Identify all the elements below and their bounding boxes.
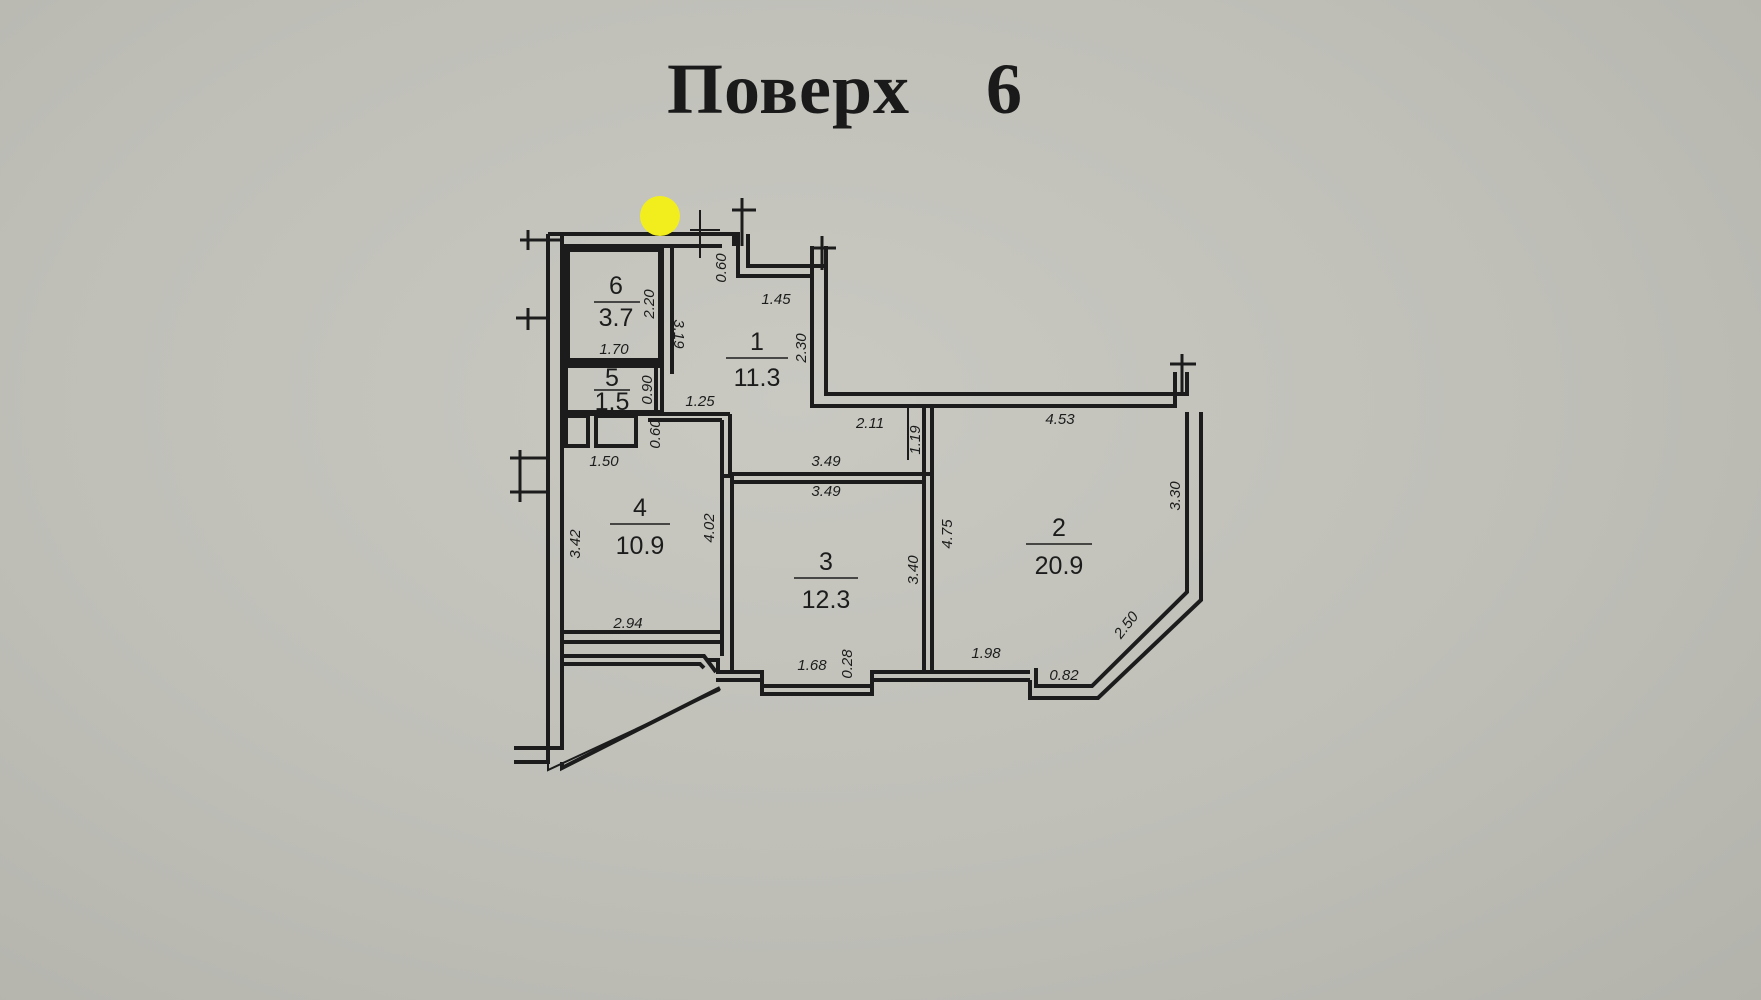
- room-area: 20.9: [1035, 552, 1084, 580]
- room-number: 6: [609, 272, 623, 300]
- dim-label: 2.20: [641, 289, 658, 320]
- dim-label: 3.42: [567, 529, 584, 559]
- dim-label: 3.30: [1167, 481, 1184, 511]
- room-3: 3 12.3: [794, 548, 858, 614]
- room-4: 4 10.9: [610, 494, 670, 560]
- dim-label: 1.19: [907, 425, 924, 455]
- dim-label: 0.28: [839, 649, 856, 679]
- room-number: 2: [1052, 514, 1066, 542]
- dim-label: 1.45: [761, 291, 791, 308]
- yellow-marker-dot: [640, 196, 680, 236]
- dim-label: 1.68: [797, 657, 827, 674]
- room-number: 3: [819, 548, 833, 576]
- dimension-labels: 0.60 1.45 2.30 2.20 1.70 3.19 0.90 1.25 …: [567, 253, 1184, 684]
- room-area: 1.5: [595, 388, 630, 416]
- room-number: 5: [605, 364, 619, 392]
- room-area: 10.9: [616, 532, 665, 560]
- dim-label: 4.75: [939, 519, 956, 549]
- dim-label: 0.60: [647, 419, 664, 449]
- dim-label: 0.82: [1049, 667, 1079, 684]
- outer-walls: [514, 232, 1203, 772]
- dim-label: 3.19: [670, 319, 687, 349]
- dim-label: 2.30: [793, 333, 810, 364]
- page-title: Поверх 6: [666, 49, 1024, 129]
- dim-label: 4.53: [1045, 411, 1075, 428]
- dim-label: 4.02: [701, 513, 718, 543]
- dim-label: 3.49: [811, 483, 841, 500]
- dim-label: 1.50: [589, 453, 619, 470]
- dim-label: 3.49: [811, 453, 841, 470]
- room-area: 12.3: [802, 586, 851, 614]
- axis-markers: [510, 198, 1196, 502]
- room-5: 5 1.5: [594, 364, 630, 416]
- room-number: 4: [633, 494, 647, 522]
- inner-walls: [562, 246, 934, 672]
- room-number: 1: [750, 328, 764, 356]
- room-2: 2 20.9: [1026, 514, 1092, 580]
- dim-label: 2.94: [612, 615, 642, 632]
- dim-label: 1.70: [599, 341, 629, 358]
- dim-label: 1.98: [971, 645, 1001, 662]
- room-area: 11.3: [734, 364, 781, 392]
- dim-label: 1.25: [685, 393, 715, 410]
- dim-label: 0.60: [713, 253, 730, 283]
- dim-label: 0.90: [639, 375, 656, 405]
- dim-label: 2.50: [1110, 608, 1142, 643]
- room-area: 3.7: [599, 304, 634, 332]
- room-6: 6 3.7: [594, 272, 640, 332]
- dim-label: 3.40: [905, 555, 922, 585]
- dim-label: 2.11: [855, 415, 884, 432]
- room-1: 1 11.3: [726, 328, 788, 392]
